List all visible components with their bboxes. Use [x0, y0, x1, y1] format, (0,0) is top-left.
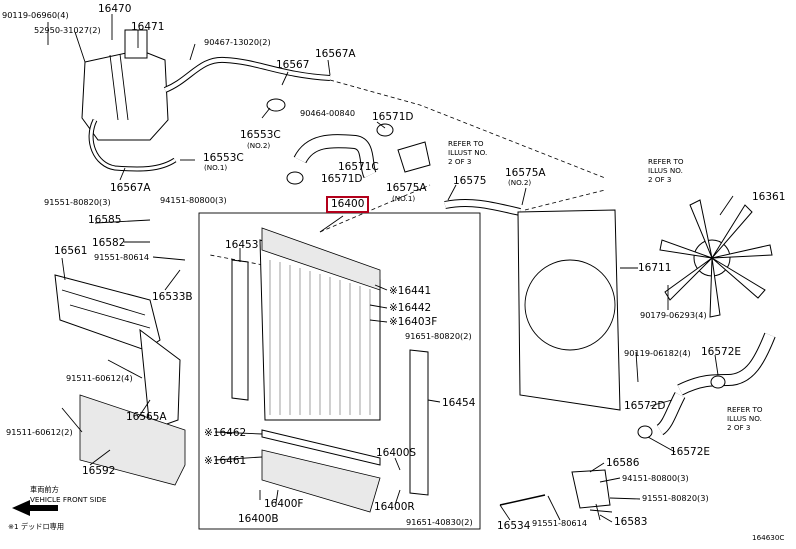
label-16711[interactable]: 16711 — [638, 262, 672, 274]
label-91551-80614-left: 91551-80614 — [94, 252, 150, 262]
label-16453[interactable]: 16453 — [225, 239, 259, 251]
label-94151-80800-right: 94151-80800(3) — [622, 473, 689, 483]
label-16441[interactable]: ※16441 — [389, 285, 432, 297]
label-16586[interactable]: 16586 — [606, 457, 640, 469]
label-16400S[interactable]: 16400S — [376, 447, 417, 459]
side-member-16454 — [409, 349, 429, 496]
label-16582[interactable]: 16582 — [92, 237, 126, 249]
label-90467-13020: 90467-13020(2) — [204, 37, 271, 47]
label-91551-80820-left: 91551-80820(3) — [44, 197, 111, 207]
label-16553C-no2-note: (NO.2) — [247, 141, 271, 150]
label-91551-80614-bottom: 91551-80614 — [532, 518, 588, 528]
label-16571D-top[interactable]: 16571D — [372, 111, 414, 123]
fan-16361 — [659, 199, 773, 318]
bracket-16586 — [571, 469, 611, 509]
refer-note-3[interactable]: REFER TO ILLUS NO. 2 OF 3 — [727, 405, 763, 432]
vehicle-front-arrow — [12, 500, 58, 516]
label-16583[interactable]: 16583 — [614, 516, 648, 528]
label-16553C-no1[interactable]: 16553C — [203, 152, 244, 164]
label-16572E-top[interactable]: 16572E — [701, 346, 742, 358]
label-16592[interactable]: 16592 — [82, 465, 116, 477]
label-16585[interactable]: 16585 — [88, 214, 122, 226]
radiator-core — [259, 227, 381, 513]
label-16454[interactable]: 16454 — [442, 397, 476, 409]
label-16361[interactable]: 16361 — [752, 191, 786, 203]
clamp-16571D-top — [376, 123, 394, 137]
label-16572E-bottom[interactable]: 16572E — [670, 446, 711, 458]
fan-shroud-16711 — [517, 209, 621, 411]
label-16575[interactable]: 16575 — [453, 175, 487, 187]
label-90179-06293: 90179-06293(4) — [640, 310, 707, 320]
label-16471[interactable]: 16471 — [131, 21, 165, 33]
clamp-16553C — [266, 98, 286, 112]
vehicle-front-label-jp: 車両前方 — [30, 485, 59, 494]
label-91651-40830-2: 91651-40830(2) — [406, 517, 473, 527]
label-91651-80820-2: 91651-80820(2) — [405, 331, 472, 341]
label-16403F[interactable]: ※16403F — [389, 316, 438, 328]
shroud-16561 — [54, 274, 181, 431]
refer-note-2[interactable]: REFER TO ILLUS NO. 2 OF 3 — [648, 157, 684, 184]
label-16572D[interactable]: 16572D — [624, 400, 666, 412]
label-16400R[interactable]: 16400R — [374, 501, 415, 513]
vehicle-front-label-en: VEHICLE FRONT SIDE — [30, 495, 107, 504]
label-91511-60612-2: 91511-60612(2) — [6, 427, 73, 437]
diagram-code: 164630C — [752, 533, 785, 542]
radiator-assembly-frame — [198, 212, 481, 530]
side-member-16453 — [231, 259, 249, 401]
label-16565A[interactable]: 16565A — [126, 411, 167, 423]
label-16400B[interactable]: 16400B — [238, 513, 279, 525]
label-16470[interactable]: 16470 — [98, 3, 132, 15]
label-16567[interactable]: 16567 — [276, 59, 310, 71]
label-16400F[interactable]: 16400F — [264, 498, 304, 510]
panel-16592 — [79, 394, 186, 486]
label-90119-06182: 90119-06182(4) — [624, 348, 691, 358]
label-16400-highlighted[interactable]: 16400 — [325, 196, 370, 213]
label-16571C[interactable]: 16571C — [338, 161, 379, 173]
label-90119-06960: 90119-06960(4) — [2, 10, 69, 20]
label-16575A-no2[interactable]: 16575A — [505, 167, 546, 179]
label-16575A-no2-note: (NO.2) — [508, 178, 532, 187]
label-16575A-no1[interactable]: 16575A — [386, 182, 427, 194]
clamp-16571D — [286, 171, 304, 185]
label-16534[interactable]: 16534 — [497, 520, 531, 532]
label-16442[interactable]: ※16442 — [389, 302, 432, 314]
label-16567A-top[interactable]: 16567A — [315, 48, 356, 60]
legend-note: ※1 デッドロ専用 — [8, 522, 65, 531]
label-16575A-no1-note: (NO.1) — [392, 194, 416, 203]
label-16567A-left[interactable]: 16567A — [110, 182, 151, 194]
label-90464-00840: 90464-00840 — [300, 108, 356, 118]
label-16571D-mid[interactable]: 16571D — [321, 173, 363, 185]
label-16461[interactable]: ※16461 — [204, 455, 247, 467]
label-16462[interactable]: ※16462 — [204, 427, 247, 439]
label-16553C-no1-note: (NO.1) — [204, 163, 228, 172]
label-91511-60612-4: 91511-60612(4) — [66, 373, 133, 383]
label-16553C-no2[interactable]: 16553C — [240, 129, 281, 141]
label-16533B[interactable]: 16533B — [152, 291, 193, 303]
rod-16534 — [499, 494, 546, 506]
reservoir-tank — [81, 29, 169, 141]
label-16561[interactable]: 16561 — [54, 245, 88, 257]
water-outlet — [397, 141, 431, 173]
label-52950-31027: 52950-31027(2) — [34, 25, 101, 35]
refer-note-1[interactable]: REFER TO ILLUST NO. 2 OF 3 — [448, 139, 488, 166]
label-94151-80800-left: 94151-80800(3) — [160, 195, 227, 205]
label-91551-80820-right: 91551-80820(3) — [642, 493, 709, 503]
